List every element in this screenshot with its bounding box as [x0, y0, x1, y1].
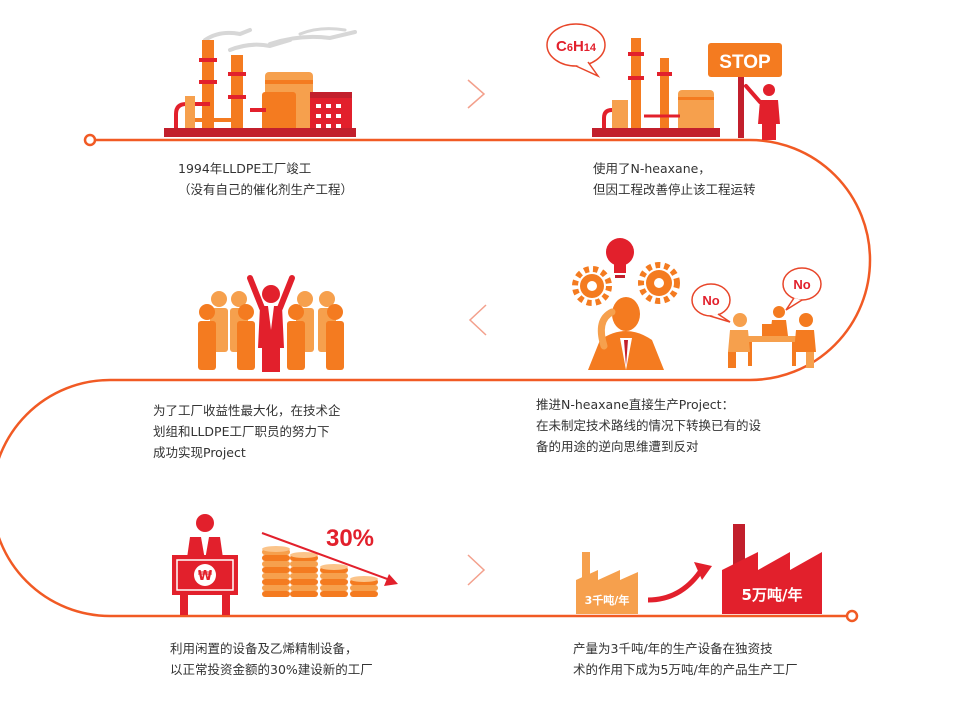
coin: [262, 567, 290, 573]
coin: [262, 591, 290, 597]
coin: [262, 555, 290, 561]
meeting-icon: [728, 306, 816, 368]
caption-line: 产量为3千吨/年的生产设备在独资技: [573, 641, 773, 656]
factory-icon: [164, 27, 357, 137]
caption-line: 在未制定技术路线的情况下转换已有的设: [536, 418, 762, 433]
won-symbol: ₩: [198, 569, 213, 584]
caption-line: 划组和LLDPE工厂职员的努力下: [153, 424, 330, 439]
coin: [262, 579, 290, 585]
coin: [350, 591, 378, 597]
chevron-icon: [468, 304, 487, 336]
svg-text:No: No: [702, 293, 719, 308]
caption-line: 使用了N-heaxane，: [593, 161, 711, 176]
factory-icon: 3千吨/年: [576, 552, 638, 614]
coin-top: [350, 576, 378, 582]
decrease-arrow-head: [384, 574, 398, 586]
coin: [290, 591, 318, 597]
coin: [262, 585, 290, 591]
svg-text:5万吨/年: 5万吨/年: [742, 586, 803, 604]
stop-sign-icon: STOP: [708, 43, 782, 140]
caption-line: 1994年LLDPE工厂竣工: [178, 161, 312, 176]
chemical-formula: C6H14: [556, 38, 597, 55]
coin: [290, 561, 318, 567]
chevron-icon: [467, 554, 486, 586]
chevron-icon: [467, 79, 486, 109]
svg-text:3千吨/年: 3千吨/年: [585, 593, 630, 607]
growth-arrow-icon: [647, 562, 712, 603]
decrease-arrow-line: [261, 532, 391, 581]
chemical-bubble-icon: C6H14: [546, 23, 606, 78]
coin: [320, 585, 348, 591]
process-path-line: [0, 138, 872, 618]
step5-caption: 利用闲置的设备及乙烯精制设备， 以正常投资金额的30%建设新的工厂: [170, 638, 373, 680]
coin: [320, 573, 348, 579]
lightbulb-icon: [606, 238, 634, 278]
coin-top: [262, 546, 290, 552]
caption-line: 利用闲置的设备及乙烯精制设备，: [170, 641, 358, 656]
caption-line: 以正常投资金额的30%建设新的工厂: [170, 662, 373, 677]
step1-caption: 1994年LLDPE工厂竣工 （没有自己的催化剂生产工程）: [178, 158, 353, 200]
caption-line: 成功实现Project: [153, 445, 246, 460]
money-icon: ₩: [172, 514, 238, 615]
path-end-dot: [845, 609, 859, 623]
caption-line: 术的作用下成为5万吨/年的产品生产工厂: [573, 662, 798, 677]
coin-top: [320, 564, 348, 570]
caption-line: 但因工程改善停止该工程运转: [593, 182, 756, 197]
percent-label: 30%: [326, 525, 374, 552]
step3-caption: 推进N-heaxane直接生产Project： 在未制定技术路线的情况下转换已有…: [536, 394, 761, 457]
coin: [350, 585, 378, 591]
caption-line: （没有自己的催化剂生产工程）: [178, 182, 354, 197]
gear-icon: [572, 266, 612, 306]
caption-line: 为了工厂收益性最大化，在技术企: [153, 403, 341, 418]
step4-caption: 为了工厂收益性最大化，在技术企 划组和LLDPE工厂职员的努力下 成功实现Pro…: [153, 400, 341, 463]
stop-sign-label: STOP: [719, 52, 771, 73]
coin: [262, 561, 290, 567]
coin-top: [290, 552, 318, 558]
step6-caption: 产量为3千吨/年的生产设备在独资技 术的作用下成为5万吨/年的产品生产工厂: [573, 638, 798, 680]
factory-icon: 5万吨/年: [722, 524, 822, 614]
thinking-person-icon: [588, 297, 664, 370]
workers-group-icon: [198, 275, 344, 372]
coin: [320, 591, 348, 597]
coin: [320, 579, 348, 585]
step2-caption: 使用了N-heaxane， 但因工程改善停止该工程运转: [593, 158, 756, 200]
caption-line: 备的用途的逆向思维遭到反对: [536, 439, 699, 454]
svg-text:No: No: [793, 277, 810, 292]
coin: [290, 573, 318, 579]
speech-bubble-no: No: [782, 267, 822, 311]
caption-line: 推进N-heaxane直接生产Project：: [536, 397, 735, 412]
coin: [290, 567, 318, 573]
coin: [262, 573, 290, 579]
factory-icon: [592, 38, 720, 137]
coins-stack-icon: [262, 546, 378, 597]
coin: [290, 579, 318, 585]
gear-icon: [638, 262, 680, 304]
speech-bubble-no: No: [691, 283, 731, 323]
path-start-dot: [83, 133, 97, 147]
coin: [290, 585, 318, 591]
